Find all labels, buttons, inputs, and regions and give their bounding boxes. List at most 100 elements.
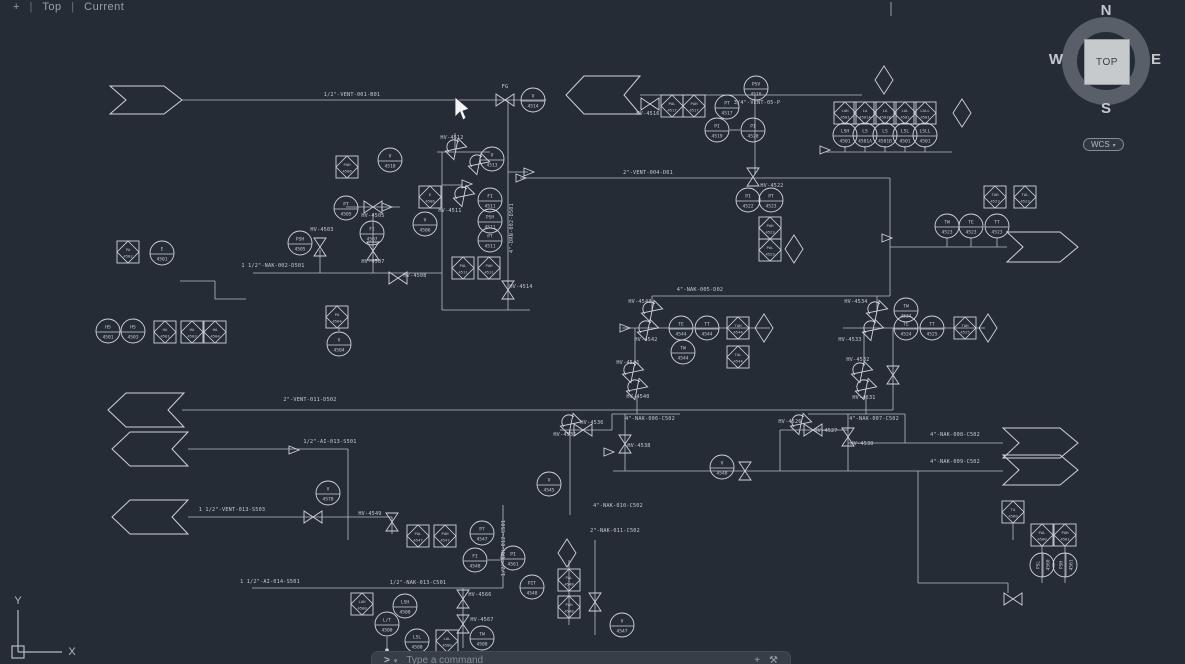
- diamond-symbol[interactable]: [978, 313, 998, 343]
- annotation-label[interactable]: HV-4566: [468, 592, 491, 598]
- valve-symbol[interactable]: [451, 183, 476, 208]
- valve-symbol[interactable]: [1003, 592, 1023, 606]
- wcs-dropdown[interactable]: WCS▾: [1083, 138, 1124, 151]
- annotation-label[interactable]: 4"-NAK-005-D02: [677, 287, 724, 293]
- valve-symbol[interactable]: [588, 592, 602, 612]
- valve-symbol[interactable]: [640, 97, 660, 111]
- annotation-label[interactable]: 1/2"-AI-013-S501: [303, 439, 356, 445]
- valve-symbol[interactable]: [366, 241, 380, 261]
- valve-symbol[interactable]: [860, 317, 885, 342]
- offpage-connector-arrow[interactable]: [111, 499, 190, 535]
- viewcube-east[interactable]: E: [1150, 51, 1161, 68]
- annotation-label[interactable]: FG: [502, 84, 509, 90]
- valve-symbol[interactable]: [803, 423, 823, 437]
- viewport-view-control[interactable]: Top: [42, 1, 62, 13]
- offpage-connector-arrow[interactable]: [565, 75, 642, 115]
- annotation-label[interactable]: HV-4549: [358, 511, 381, 517]
- offpage-connector-arrow[interactable]: [1005, 231, 1079, 263]
- valve-symbol[interactable]: [635, 317, 660, 342]
- diamond-symbol[interactable]: [784, 234, 804, 264]
- viewport-visual-style-control[interactable]: Current: [84, 1, 125, 13]
- annotation-label[interactable]: 4"-NAK-008-C502: [930, 432, 980, 438]
- annotation-label[interactable]: HV-4532: [846, 357, 869, 363]
- annotation-label[interactable]: 4"-NAK-009-C502: [930, 459, 980, 465]
- viewcube-north[interactable]: N: [1100, 2, 1112, 19]
- annotation-label[interactable]: 4"-NAK-006-C502: [625, 416, 675, 422]
- valve-symbol[interactable]: [639, 298, 664, 323]
- annotation-label[interactable]: HV-4538: [627, 443, 650, 449]
- annotation-label[interactable]: HV-4535: [553, 432, 576, 438]
- valve-symbol[interactable]: [363, 200, 383, 214]
- valve-symbol[interactable]: [864, 298, 889, 323]
- command-line-plus-icon[interactable]: +: [754, 655, 761, 664]
- annotation-label[interactable]: HV-4526: [778, 419, 801, 425]
- annotation-label[interactable]: 2"-VENT-011-D502: [283, 397, 336, 403]
- valve-symbol[interactable]: [738, 461, 752, 481]
- viewcube-west[interactable]: W: [1048, 51, 1064, 68]
- command-input[interactable]: [406, 655, 746, 664]
- annotation-label[interactable]: HV-4530: [850, 441, 873, 447]
- valve-symbol[interactable]: [788, 411, 813, 436]
- annotation-label[interactable]: HV-4541: [616, 360, 639, 366]
- flow-flag-symbol[interactable]: [819, 145, 832, 155]
- annotation-label[interactable]: HV-4536: [580, 420, 603, 426]
- flow-flag-symbol[interactable]: [603, 447, 616, 457]
- annotation-label[interactable]: HV-4503: [310, 227, 333, 233]
- annotation-label[interactable]: HV-4508: [403, 273, 426, 279]
- flow-flag-symbol[interactable]: [523, 167, 536, 177]
- annotation-label[interactable]: 1 1/2"-AI-014-S501: [240, 579, 300, 585]
- flow-flag-symbol[interactable]: [881, 233, 894, 243]
- valve-symbol[interactable]: [849, 359, 874, 384]
- annotation-label[interactable]: HV-4534: [844, 299, 867, 305]
- diamond-symbol[interactable]: [874, 65, 894, 95]
- offpage-connector-arrow[interactable]: [111, 431, 190, 467]
- annotation-label[interactable]: HV-4512: [440, 135, 463, 141]
- offpage-connector-arrow[interactable]: [107, 392, 186, 428]
- flow-flag-symbol[interactable]: [619, 323, 632, 333]
- offpage-connector-arrow[interactable]: [1001, 427, 1079, 459]
- annotation-label[interactable]: HV-4567: [470, 617, 493, 623]
- valve-symbol[interactable]: [620, 359, 645, 384]
- flow-flag-symbol[interactable]: [381, 202, 394, 212]
